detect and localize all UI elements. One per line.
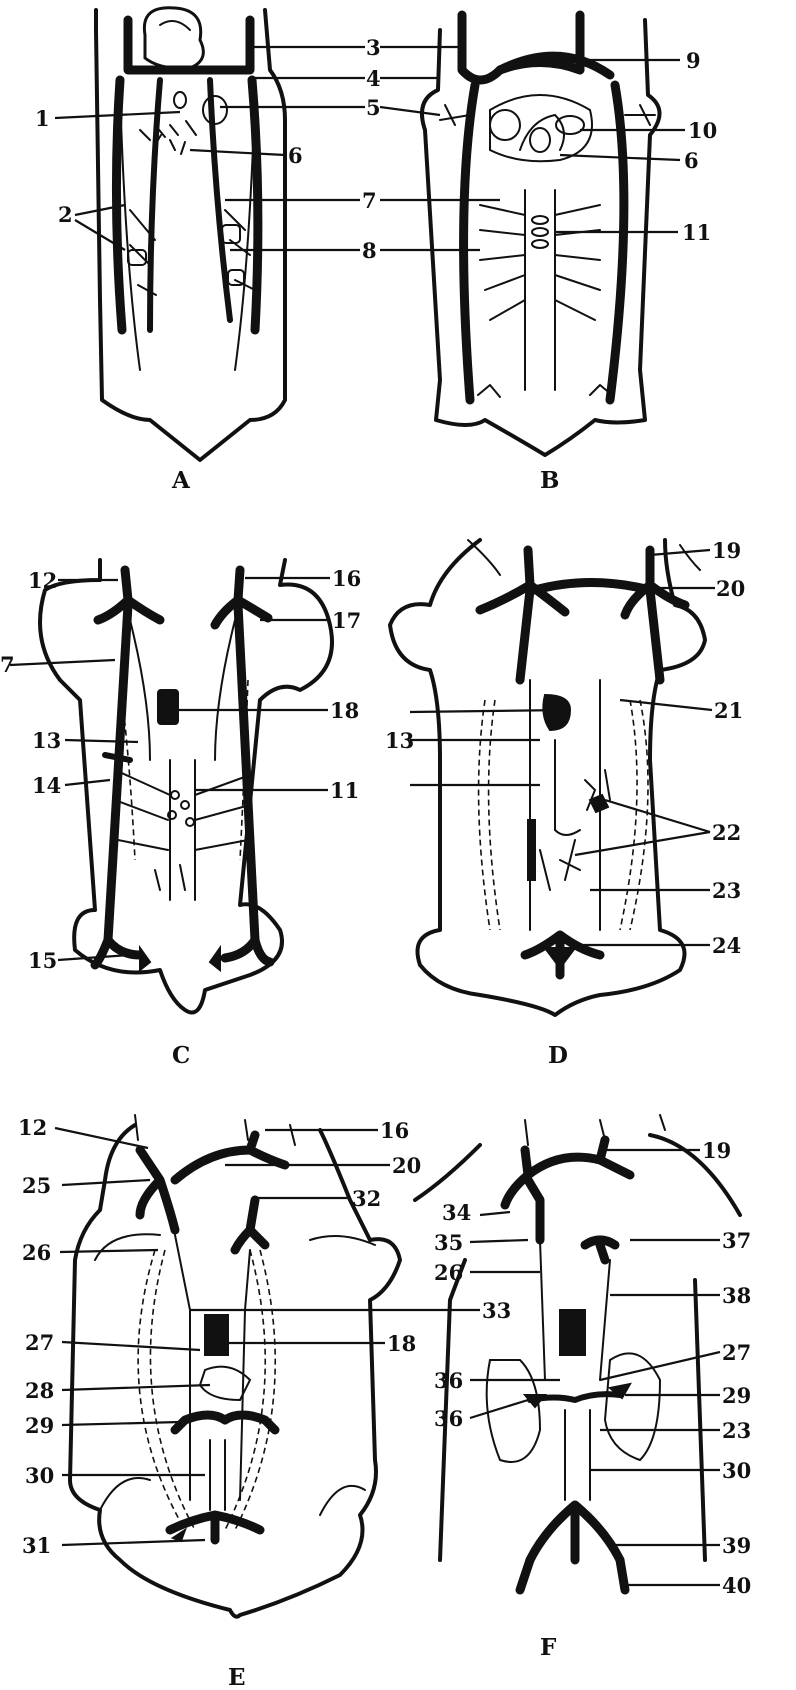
label-c-11: 11 <box>330 778 359 803</box>
label-d-13: 13 <box>385 728 414 753</box>
label-e-30: 30 <box>25 1463 54 1488</box>
label-e-27: 27 <box>25 1330 54 1355</box>
label-f-26: 26 <box>434 1260 463 1285</box>
panel-f-letter: F <box>540 1634 557 1661</box>
label-d-20: 20 <box>716 576 745 601</box>
panel-e-leader-lines <box>54 1126 480 1547</box>
panel-a-letter: A <box>171 467 191 494</box>
label-d-21: 21 <box>714 698 743 723</box>
label-f-36-lower: 36 <box>434 1406 463 1431</box>
label-c-16: 16 <box>332 566 361 591</box>
panel-d-labels: 19 20 21 13 22 23 24 D <box>385 538 745 1069</box>
label-d-23: 23 <box>712 878 741 903</box>
panel-c-labels: 12 7 13 14 15 16 17 18 11 C <box>0 566 361 1069</box>
panel-e: 12 25 26 27 28 29 30 31 16 20 32 33 18 E <box>18 1114 511 1690</box>
panel-c-letter: C <box>172 1042 190 1069</box>
label-e-31: 31 <box>22 1533 51 1558</box>
label-f-35: 35 <box>434 1230 463 1255</box>
label-e-32: 32 <box>352 1186 381 1211</box>
label-b-9: 9 <box>686 48 701 73</box>
label-e-26: 26 <box>22 1240 51 1265</box>
panel-e-letter: E <box>228 1664 246 1690</box>
label-c-15: 15 <box>28 948 57 973</box>
label-e-20: 20 <box>392 1153 421 1178</box>
label-b-11: 11 <box>682 220 711 245</box>
label-e-33: 33 <box>482 1298 511 1323</box>
panel-b-embryo-drawing <box>420 10 662 457</box>
label-a-4: 4 <box>366 66 381 91</box>
label-f-36-upper: 36 <box>434 1368 463 1393</box>
label-a-2: 2 <box>58 202 73 227</box>
label-f-37: 37 <box>722 1228 751 1253</box>
panel-a-leader-lines <box>54 45 365 252</box>
panel-b-labels: 9 10 6 11 B <box>540 48 717 494</box>
label-f-27: 27 <box>722 1340 751 1365</box>
label-f-39: 39 <box>722 1533 751 1558</box>
label-e-18: 18 <box>387 1331 416 1356</box>
panel-c-embryo-drawing <box>38 558 334 1015</box>
label-a-7: 7 <box>362 188 377 213</box>
panel-c-leader-lines <box>9 576 330 962</box>
label-a-8: 8 <box>362 238 377 263</box>
label-f-34: 34 <box>442 1200 471 1225</box>
label-f-40: 40 <box>722 1573 751 1598</box>
label-d-22: 22 <box>712 820 741 845</box>
panel-d-letter: D <box>548 1042 568 1069</box>
panel-a: 3 4 5 1 6 2 7 8 A <box>35 6 381 494</box>
panel-f-labels: 19 34 35 26 37 38 27 36 29 36 23 30 39 4… <box>434 1138 751 1661</box>
label-e-25: 25 <box>22 1173 51 1198</box>
label-f-38: 38 <box>722 1283 751 1308</box>
label-f-29: 29 <box>722 1383 751 1408</box>
panel-c: 12 7 13 14 15 16 17 18 11 C <box>0 558 361 1069</box>
label-a-6: 6 <box>288 143 303 168</box>
label-e-12: 12 <box>18 1115 47 1140</box>
label-a-1: 1 <box>35 106 50 131</box>
label-f-30: 30 <box>722 1458 751 1483</box>
label-e-16: 16 <box>380 1118 409 1143</box>
panel-e-labels: 12 25 26 27 28 29 30 31 16 20 32 33 18 E <box>18 1115 511 1690</box>
label-c-7: 7 <box>0 652 15 677</box>
panel-d: 19 20 21 13 22 23 24 D <box>385 538 745 1069</box>
label-c-18: 18 <box>330 698 359 723</box>
panel-e-embryo-drawing <box>68 1114 402 1619</box>
label-b-6: 6 <box>684 148 699 173</box>
panel-b-letter: B <box>540 467 559 494</box>
panel-d-leader-lines <box>409 548 715 947</box>
label-d-24: 24 <box>712 933 741 958</box>
panel-f-leader-lines <box>469 1148 721 1587</box>
label-f-19: 19 <box>702 1138 731 1163</box>
panel-d-embryo-drawing <box>388 538 707 1017</box>
label-c-14: 14 <box>32 773 61 798</box>
panel-f: 19 34 35 26 37 38 27 36 29 36 23 30 39 4… <box>413 1114 751 1661</box>
panel-a-labels: 3 4 5 1 6 2 7 8 A <box>35 35 381 494</box>
panel-f-embryo-drawing <box>413 1114 742 1595</box>
label-c-12: 12 <box>28 568 57 593</box>
label-d-19: 19 <box>712 538 741 563</box>
label-c-17: 17 <box>332 608 361 633</box>
label-e-29: 29 <box>25 1413 54 1438</box>
label-a-5: 5 <box>366 95 381 120</box>
label-c-13: 13 <box>32 728 61 753</box>
panel-b: 9 10 6 11 B <box>379 10 717 494</box>
panel-a-embryo-drawing <box>94 6 287 462</box>
panel-b-leader-lines <box>379 45 685 252</box>
label-b-10: 10 <box>688 118 717 143</box>
label-a-3: 3 <box>366 35 381 60</box>
label-f-23: 23 <box>722 1418 751 1443</box>
label-e-28: 28 <box>25 1378 54 1403</box>
